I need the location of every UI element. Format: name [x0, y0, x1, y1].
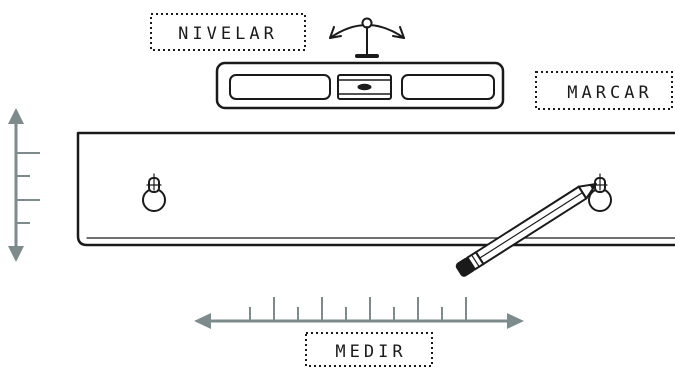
keyhole-slot-icon-right: [588, 173, 612, 212]
measure-label: MEDIR: [305, 332, 433, 367]
vertical-ruler-arrow-icon: [8, 108, 40, 262]
mark-label: MARCAR: [535, 71, 673, 110]
keyhole-slot-icon-left: [142, 173, 166, 212]
level-label-text: NIVELAR: [178, 24, 278, 44]
measure-label-box: [305, 332, 433, 367]
spirit-level-icon: [215, 61, 505, 110]
level-label: NIVELAR: [150, 13, 306, 51]
level-label-box: [150, 13, 306, 51]
horizontal-ruler-arrow-icon: [194, 297, 524, 329]
swing-arrow-icon: [329, 17, 405, 58]
mark-label-box: [535, 71, 673, 110]
pencil-icon: [455, 183, 597, 277]
mounting-bar: [76, 131, 675, 247]
mark-label-text: MARCAR: [567, 83, 652, 103]
measure-label-text: MEDIR: [335, 342, 406, 362]
